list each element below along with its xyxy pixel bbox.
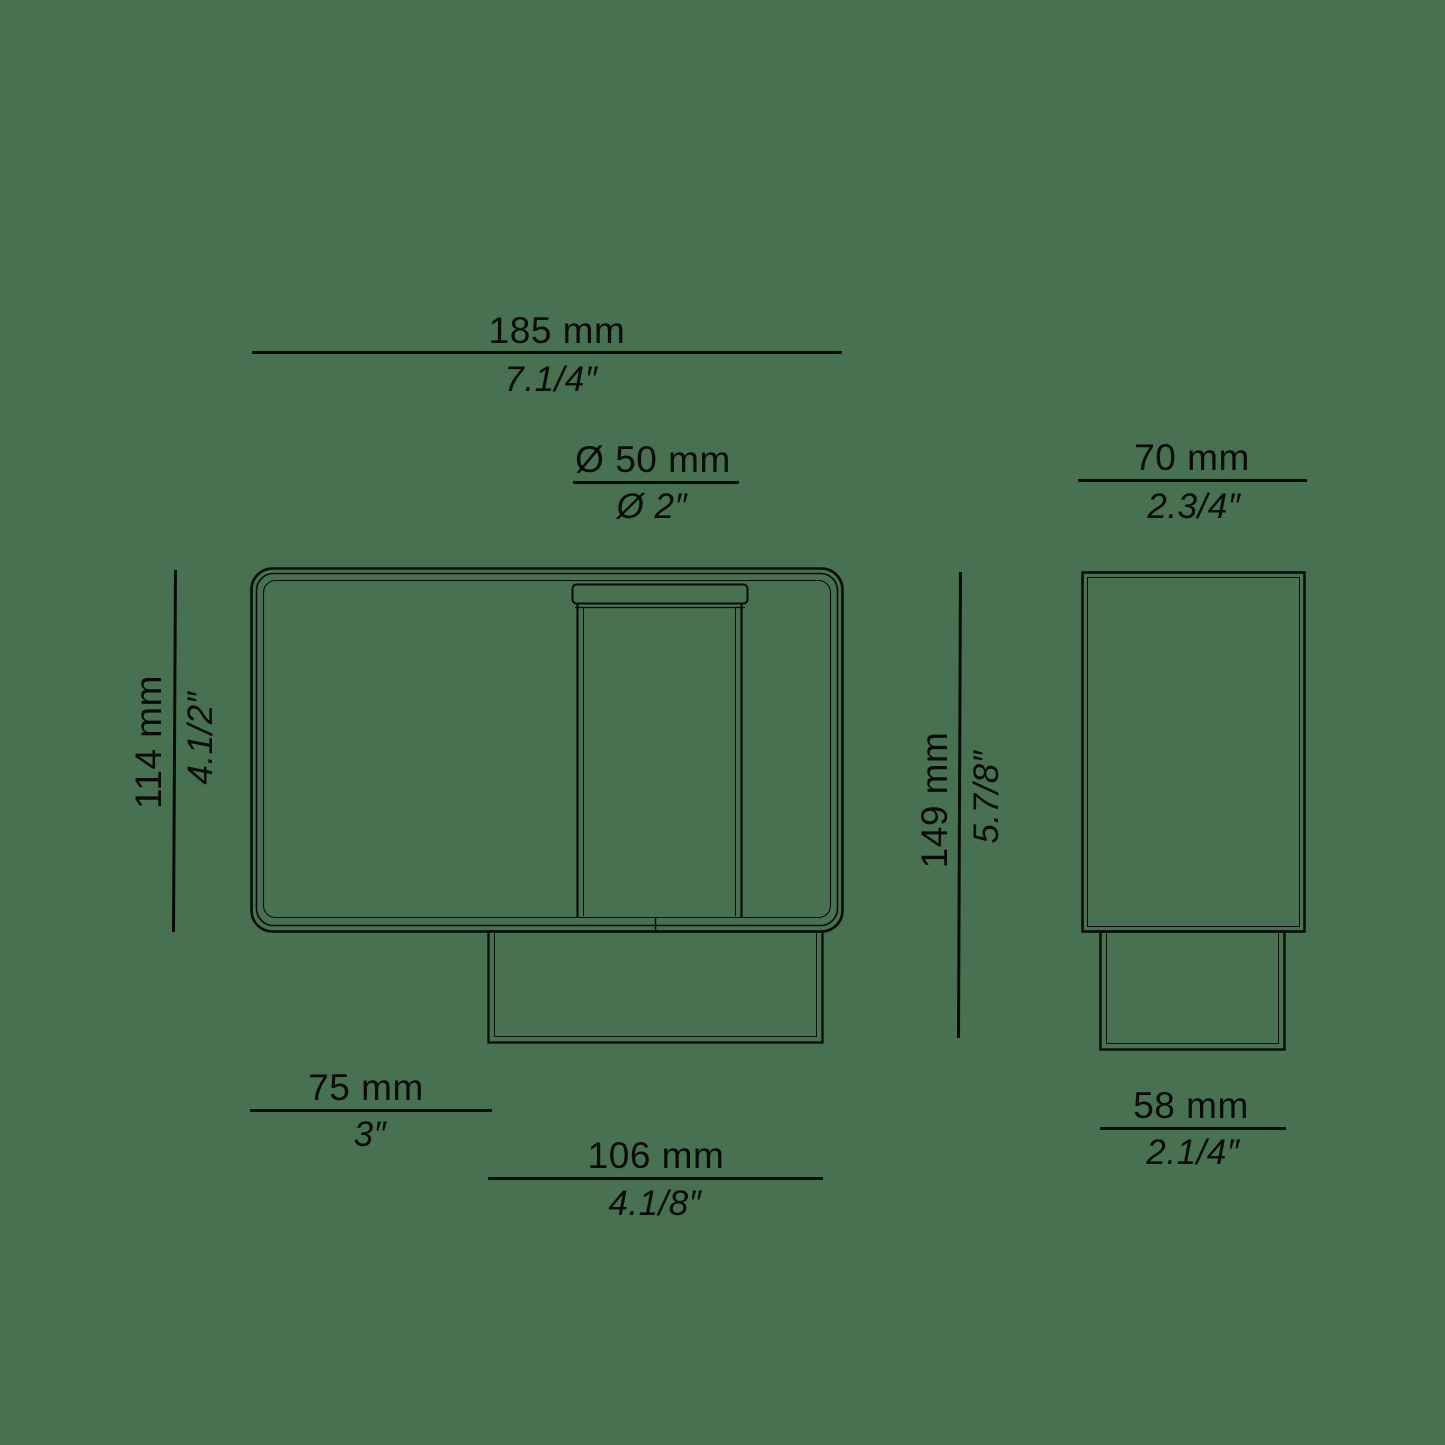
dimension-base-width: 106 mm 4.1/8″ [488, 1135, 823, 1223]
dimension-base-depth-mm: 58 mm [1133, 1085, 1249, 1126]
dimension-base-offset-mm: 75 mm [308, 1067, 424, 1108]
dimension-base-offset: 75 mm 3″ [250, 1067, 492, 1154]
dimension-side-depth-mm: 70 mm [1134, 437, 1250, 478]
dimension-base-depth: 58 mm 2.1/4″ [1100, 1085, 1286, 1172]
side-base-box-inner [1106, 931, 1279, 1044]
side-view [1081, 571, 1306, 1051]
front-view [250, 567, 844, 1044]
dimension-base-offset-inch: 3″ [354, 1115, 388, 1154]
dimension-diameter: Ø 50 mm Ø 2″ [573, 439, 739, 526]
dimension-side-depth-inch: 2.3/4″ [1146, 487, 1241, 526]
side-body [1081, 571, 1306, 933]
dimension-diameter-inch: Ø 2″ [616, 487, 689, 526]
dimension-total-width-inch: 7.1/4″ [504, 360, 598, 399]
front-mid-frame [255, 572, 839, 927]
dimension-base-width-inch: 4.1/8″ [608, 1184, 702, 1223]
side-body-inner [1087, 577, 1300, 927]
front-inner-frame [262, 579, 832, 919]
side-base-box [1099, 930, 1286, 1051]
dimension-total-height-inch: 5.7/8″ [967, 749, 1006, 843]
dimension-base-width-mm: 106 mm [588, 1135, 725, 1176]
dimension-front-height: 114 mm 4.1/2″ [128, 569, 220, 933]
dimension-total-width-mm: 185 mm [489, 310, 626, 351]
dimension-total-height: 149 mm 5.7/8″ [914, 571, 1006, 1039]
dimension-total-height-line [957, 571, 962, 1039]
dimension-total-height-mm: 149 mm [914, 732, 955, 869]
dimension-front-height-inch: 4.1/2″ [181, 690, 220, 784]
dimension-side-depth: 70 mm 2.3/4″ [1078, 437, 1307, 526]
dimension-base-depth-inch: 2.1/4″ [1145, 1133, 1240, 1172]
front-base-box [487, 930, 824, 1044]
front-base-box-inner [494, 931, 817, 1037]
dimension-diameter-mm: Ø 50 mm [575, 439, 731, 480]
cylinder-top-cap [571, 583, 749, 605]
dimension-front-height-line [172, 569, 177, 933]
front-outer-frame [250, 567, 844, 933]
dimension-total-width: 185 mm 7.1/4″ [252, 310, 842, 399]
dimension-front-height-mm: 114 mm [128, 675, 169, 809]
